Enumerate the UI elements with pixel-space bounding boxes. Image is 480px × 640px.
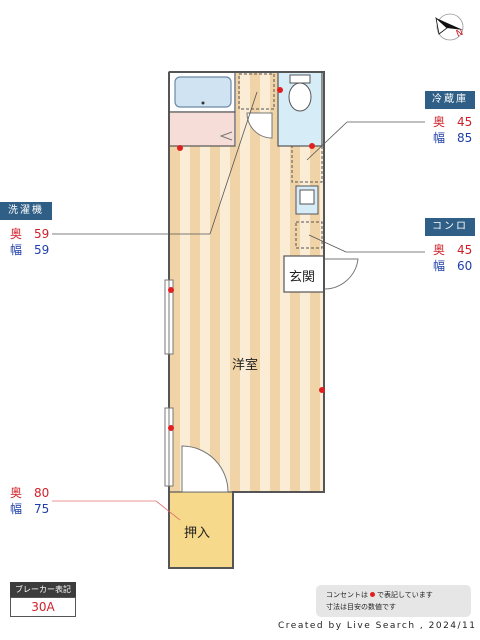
entrance-door-swing	[323, 258, 359, 290]
stove-title: コンロ	[425, 218, 475, 236]
svg-text:N: N	[455, 28, 465, 40]
drain-icon	[201, 101, 205, 105]
washer-leader-line	[209, 91, 258, 235]
outer-wall	[168, 71, 325, 569]
legend-note: コンセントはで表記しています 寸法は目安の数値です	[316, 585, 471, 617]
closet-leader-line	[155, 500, 181, 521]
breaker-title: ブレーカー表記	[10, 582, 76, 597]
vanity-door-swing	[219, 131, 233, 141]
washer-title: 洗濯機	[0, 202, 52, 220]
sink-basin	[299, 189, 315, 205]
toilet-icon	[288, 82, 312, 112]
entrance-floor	[283, 255, 325, 293]
fridge-leader-line	[306, 121, 348, 161]
refrigerator-space	[291, 145, 323, 183]
outlet-icon	[177, 145, 183, 151]
refrigerator-title: 冷蔵庫	[425, 91, 475, 109]
bathtub-icon	[174, 76, 232, 108]
toilet-tank-icon	[289, 74, 311, 84]
note-line-2: 寸法は目安の数値です	[326, 603, 396, 611]
washer-space	[238, 73, 275, 110]
entrance-label: 玄関	[289, 270, 316, 285]
stove-space	[295, 221, 323, 249]
credit-text: Created by Live Search , 2024/11	[278, 621, 477, 631]
outlet-icon	[309, 143, 315, 149]
toilet-door-swing	[246, 112, 273, 139]
outlet-icon	[168, 425, 174, 431]
compass-icon: N	[435, 13, 465, 41]
outlet-icon	[370, 592, 375, 597]
outlet-icon	[319, 387, 325, 393]
closet-label: 押入	[184, 526, 211, 541]
western-room-label: 洋室	[232, 358, 259, 373]
stove-leader-line	[308, 234, 347, 253]
vanity-area	[168, 111, 236, 147]
closet-door-swing	[181, 445, 229, 493]
outlet-icon	[277, 87, 283, 93]
breaker-value: 30A	[10, 597, 76, 617]
note-line-1: コンセントはで表記しています	[326, 591, 433, 599]
outlet-icon	[168, 287, 174, 293]
